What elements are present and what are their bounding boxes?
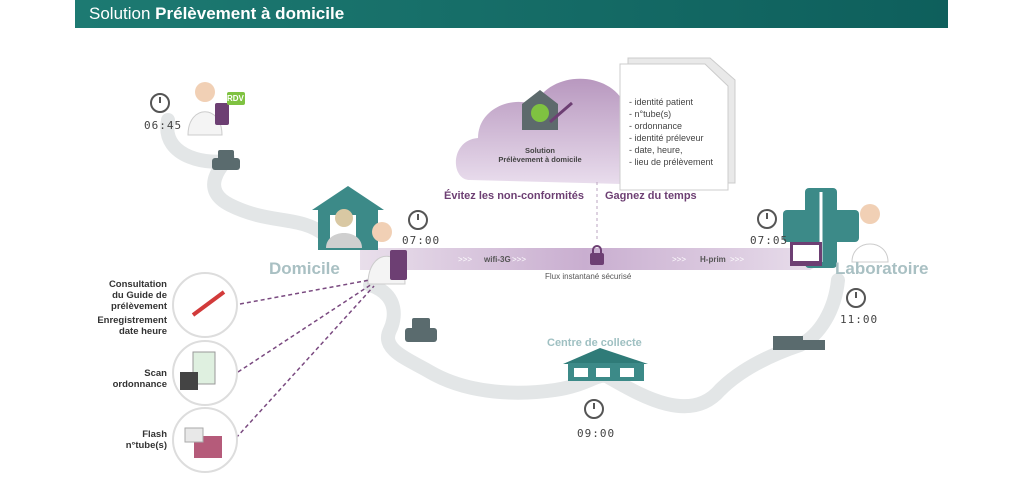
connector-3 [235,285,375,439]
connector-2 [237,283,373,373]
stopwatch-icon-3 [757,209,777,229]
step3-line2: ordonnance [112,379,167,390]
header-title: Solution Prélèvement à domicile [89,4,344,24]
benefit-right: Gagnez du temps [605,190,697,202]
flow-wifi: wifi-3G [484,255,511,264]
step2-line1: Enregistrement [97,315,167,326]
patient-body [326,233,362,248]
flow-arrows-4: >>> [730,255,745,264]
cloud-title-2: Prélèvement à domicile [498,155,582,164]
document-front [619,63,729,191]
connector-1 [239,279,371,305]
nurse1-body [187,111,223,136]
step1-line2: du Guide de [112,290,167,301]
time-2: 07:00 [402,234,441,247]
rdv-label: RDV [227,94,244,103]
step3-line1: Scan [144,368,167,379]
center-house-icon [563,348,648,364]
car-icon-1 [212,150,240,170]
truck-icon [773,336,825,350]
header-title-bold: Prélèvement à domicile [155,4,345,23]
doc-item: - identité préleveur [629,133,704,143]
step4-line2: n°tube(s) [125,440,167,451]
car-icon-2 [405,318,437,342]
doc-item: - date, heure, [629,145,683,155]
doc-item: - n°tube(s) [629,109,672,119]
time-4: 11:00 [840,313,879,326]
place-lab: Laboratoire [835,259,929,278]
step2-line2: date heure [118,326,167,337]
benefit-left: Évitez les non-conformités [444,190,584,202]
cloud-title-1: Solution [525,146,555,155]
step1-line3: prélèvement [111,301,167,312]
doc-item: - identité patient [629,97,694,107]
stopwatch-icon-4 [846,288,866,308]
place-home: Domicile [269,259,340,278]
stopwatch-icon-2 [408,210,428,230]
document-list: - identité patient - n°tube(s) - ordonna… [629,96,713,168]
step4-line1: Flash [142,429,167,440]
step-circle-3 [172,407,238,473]
rdv-badge [227,92,245,105]
lock-icon [590,245,604,265]
stopwatch-icon-5 [584,399,604,419]
time-3: 07:05 [750,234,789,247]
place-center: Centre de collecte [547,337,642,349]
stopwatch-icon-1 [150,93,170,113]
doctor-head [860,204,880,224]
cloud-green-dot [531,104,549,122]
nurse2-phone-icon [390,250,407,280]
step-circle-1 [172,272,238,338]
nurse2-head [372,222,392,242]
header-bar: Solution Prélèvement à domicile [75,0,948,28]
step1-line1: Consultation [108,279,167,290]
time-1: 06:45 [144,119,183,132]
flow-secure: Flux instantané sécurisé [545,272,632,281]
flow-arrows-2: >>> [512,255,527,264]
header-prefix: Solution [89,4,151,23]
doctor-body [851,243,889,263]
nurse1-head [195,82,215,102]
step-label-1: Consultation du Guide de prélèvement [70,279,167,312]
flow-band [360,248,810,270]
patient-head [335,209,353,227]
doc-item: - lieu de prélèvement [629,157,714,167]
flow-arrows-3: >>> [672,255,687,264]
step-label-2: Enregistrement date heure [70,315,167,337]
nurse1-phone-icon [215,103,229,125]
step-label-4: Flash n°tube(s) [70,429,167,451]
time-5: 09:00 [577,427,616,440]
flow-hprim: H-prim [700,255,726,264]
step-circle-2 [172,340,238,406]
doc-item: - ordonnance [629,121,683,131]
syringe-icon [549,101,573,124]
flow-arrows-1: >>> [458,255,473,264]
step-label-3: Scan ordonnance [70,368,167,390]
